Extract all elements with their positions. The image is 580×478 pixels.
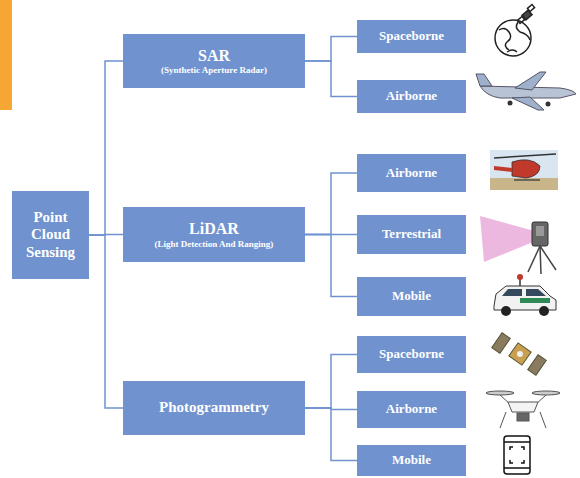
tree-connector xyxy=(305,355,357,409)
tree-connector xyxy=(305,37,357,62)
accent-bar xyxy=(0,0,12,110)
node-title: SAR xyxy=(198,47,230,65)
leaf-box: Mobile xyxy=(357,277,466,316)
node-title: Photogrammetry xyxy=(159,399,269,416)
node-subtitle: (Light Detection And Ranging) xyxy=(155,239,274,249)
leaf-box: Spaceborne xyxy=(357,336,466,373)
node-title: Point Cloud Sensing xyxy=(16,209,85,261)
category-box: Photogrammetry xyxy=(123,381,305,435)
root-box: Point Cloud Sensing xyxy=(12,191,89,279)
node-title: Airborne xyxy=(386,89,437,104)
leaf-box: Airborne xyxy=(357,391,466,428)
leaf-box: Terrestrial xyxy=(357,215,466,254)
leaf-box: Airborne xyxy=(357,80,466,113)
category-box: SAR(Synthetic Aperture Radar) xyxy=(123,34,305,88)
satellite-icon xyxy=(492,333,547,375)
tree-connector xyxy=(305,61,357,97)
node-title: Terrestrial xyxy=(382,227,441,242)
car-icon xyxy=(494,274,556,316)
node-subtitle: (Synthetic Aperture Radar) xyxy=(161,65,267,75)
leaf-box: Airborne xyxy=(357,154,466,192)
node-title: LiDAR xyxy=(189,220,239,238)
tree-connector xyxy=(305,235,357,297)
node-title: Airborne xyxy=(386,402,437,417)
node-title: Mobile xyxy=(392,289,431,304)
node-title: Spaceborne xyxy=(379,347,444,362)
airplane-icon xyxy=(476,72,576,110)
category-box: LiDAR(Light Detection And Ranging) xyxy=(123,207,305,262)
laser-scanner-icon xyxy=(480,216,556,274)
phone-icon xyxy=(504,436,530,474)
tree-connector xyxy=(305,408,357,461)
tree-connector xyxy=(305,173,357,235)
leaf-box: Mobile xyxy=(357,445,466,476)
leaf-box: Spaceborne xyxy=(357,20,466,53)
drone-icon xyxy=(486,391,560,428)
globe-icon xyxy=(495,5,535,56)
node-title: Airborne xyxy=(386,166,437,181)
helicopter-icon xyxy=(490,150,558,190)
tree-connector xyxy=(89,61,123,235)
tree-connector xyxy=(89,235,123,408)
node-title: Mobile xyxy=(392,453,431,468)
node-title: Spaceborne xyxy=(379,29,444,44)
